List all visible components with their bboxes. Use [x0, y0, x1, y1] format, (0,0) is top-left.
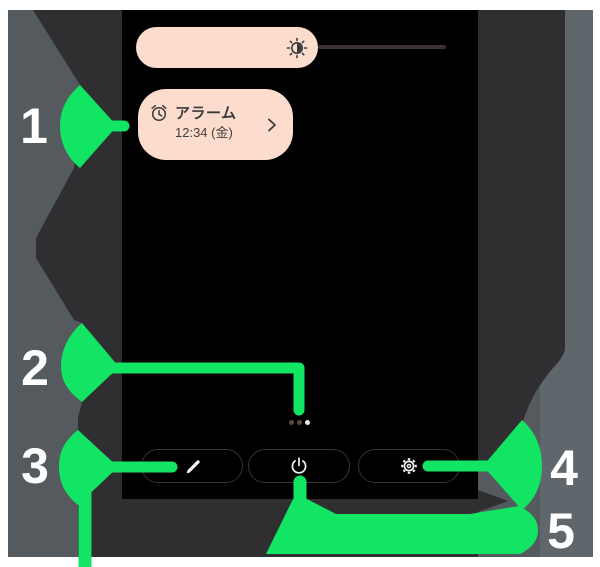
- page-dot: [289, 420, 294, 425]
- alarm-time: 12:34 (金): [175, 125, 233, 140]
- page-dot: [297, 420, 302, 425]
- callout-5-number: 5: [547, 503, 575, 559]
- brightness-icon: [286, 37, 308, 59]
- power-icon: [291, 457, 307, 474]
- alarm-notification[interactable]: アラーム 12:34 (金): [138, 89, 293, 160]
- settings-button[interactable]: [358, 449, 460, 483]
- page-dot-active: [305, 420, 310, 425]
- power-button[interactable]: [248, 449, 350, 483]
- callout-3-number: 3: [21, 438, 49, 494]
- alarm-icon: [151, 104, 167, 122]
- chevron-right-icon: [268, 118, 276, 132]
- pencil-icon: [186, 460, 200, 474]
- brightness-track[interactable]: [318, 45, 446, 49]
- callout-1-number: 1: [20, 98, 48, 154]
- phone-screen: [122, 10, 478, 499]
- edit-button[interactable]: [141, 449, 243, 483]
- alarm-title: アラーム: [175, 105, 237, 122]
- callout-4-number: 4: [550, 440, 578, 496]
- brightness-slider[interactable]: [136, 27, 318, 68]
- callout-2-number: 2: [21, 340, 49, 396]
- gear-icon: [401, 458, 417, 474]
